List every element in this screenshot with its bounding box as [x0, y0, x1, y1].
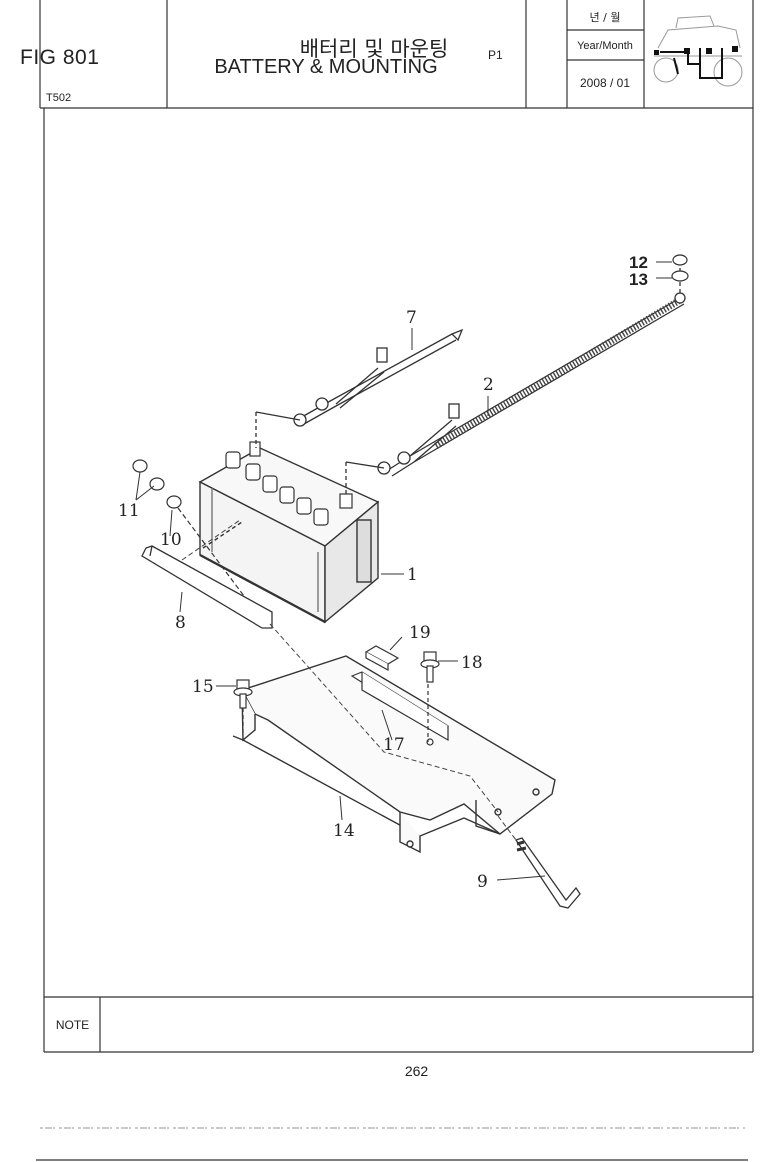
parts-diagram: 1 2 7 8 9 10 11 12 13 14 15 17 18 19 [118, 253, 689, 909]
rail-17 [350, 671, 450, 746]
year-month-label-korean: 년 / 월 [589, 11, 621, 24]
figure-number: FIG 801 [20, 46, 100, 69]
callout-1: 1 [407, 565, 418, 585]
revision-date: 2008 / 01 [579, 76, 631, 90]
callout-2: 2 [483, 375, 494, 395]
page-number: 262 [404, 1063, 429, 1079]
callout-8: 8 [175, 613, 186, 633]
hold-down-bracket-8 [141, 545, 273, 629]
bolts-15-18 [233, 651, 440, 736]
cable-7 [255, 328, 464, 448]
callout-17: 17 [383, 735, 405, 755]
callout-10: 10 [160, 530, 182, 550]
callout-18: 18 [461, 653, 483, 673]
model-code: T502 [46, 92, 72, 104]
year-month-label: Year/Month [577, 40, 633, 52]
callout-11: 11 [118, 501, 140, 521]
spacer-19 [364, 645, 400, 672]
battery-caps [225, 441, 353, 526]
cable-2 [345, 262, 686, 496]
callout-19: 19 [409, 623, 431, 643]
page-code: P1 [488, 48, 503, 62]
callout-12: 12 [629, 253, 648, 272]
assembly-guide-lines [181, 519, 517, 841]
tractor-location-icon [653, 15, 743, 87]
callout-9: 9 [477, 872, 488, 892]
note-label: NOTE [55, 1018, 90, 1032]
leader-lines [135, 261, 672, 881]
title-english: BATTERY & MOUNTING [214, 56, 438, 78]
title-korean: 배터리 및 마운팅 [299, 37, 449, 61]
note-field [101, 998, 752, 1051]
callout-15: 15 [192, 677, 214, 697]
callout-7: 7 [406, 308, 417, 328]
callout-14: 14 [333, 821, 355, 841]
rod-9 [514, 837, 581, 909]
nut-washer-12-13 [671, 254, 689, 282]
callout-13: 13 [629, 270, 648, 289]
